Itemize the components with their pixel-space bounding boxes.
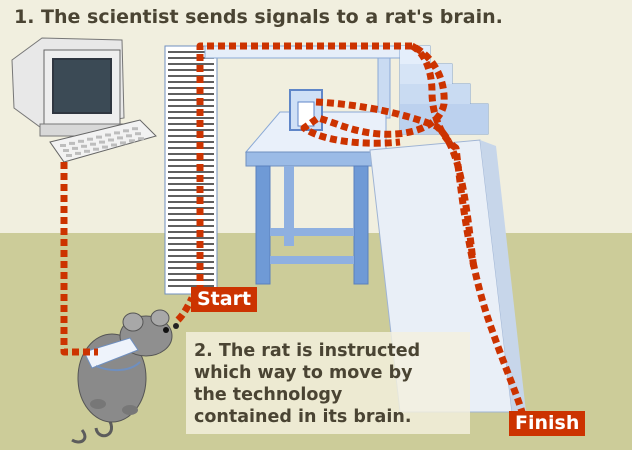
keyboard-key	[123, 129, 129, 133]
keyboard-key	[72, 146, 78, 150]
keyboard-key	[60, 144, 66, 147]
keyboard-key	[114, 131, 120, 135]
keyboard-key	[87, 137, 93, 141]
keyboard-key	[135, 132, 141, 136]
keyboard-key	[129, 139, 135, 143]
keyboard-key	[126, 134, 132, 138]
finish-label: Finish	[509, 411, 586, 436]
rat-icon	[71, 309, 179, 444]
step-1-caption: 1. The scientist sends signals to a rat'…	[14, 6, 503, 28]
keyboard-key	[78, 139, 84, 143]
keyboard-key	[66, 154, 72, 157]
keyboard-key	[108, 138, 114, 142]
keyboard-key	[69, 141, 75, 145]
keyboard-key	[117, 136, 123, 140]
table	[244, 111, 387, 285]
keyboard-key	[90, 142, 96, 146]
step-2-caption-box: 2. The rat is instructed which way to mo…	[186, 332, 470, 434]
keyboard-key	[99, 140, 105, 144]
computer-icon	[11, 37, 157, 163]
signal-path	[60, 42, 526, 414]
keyboard-key	[81, 144, 87, 148]
keyboard	[60, 127, 144, 157]
start-label: Start	[191, 287, 258, 312]
keyboard-key	[75, 151, 81, 155]
keyboard-key	[84, 149, 90, 153]
keyboard-key	[132, 127, 138, 131]
ladder	[164, 45, 218, 295]
keyboard-key	[120, 141, 126, 145]
keyboard-key	[102, 145, 108, 149]
keyboard-key	[111, 143, 117, 147]
keyboard-key	[105, 133, 111, 137]
keyboard-key	[93, 147, 99, 151]
keyboard-key	[63, 149, 69, 152]
step-2-caption: 2. The rat is instructed which way to mo…	[194, 341, 421, 427]
keyboard-key	[96, 135, 102, 139]
keyboard-key	[138, 137, 144, 141]
